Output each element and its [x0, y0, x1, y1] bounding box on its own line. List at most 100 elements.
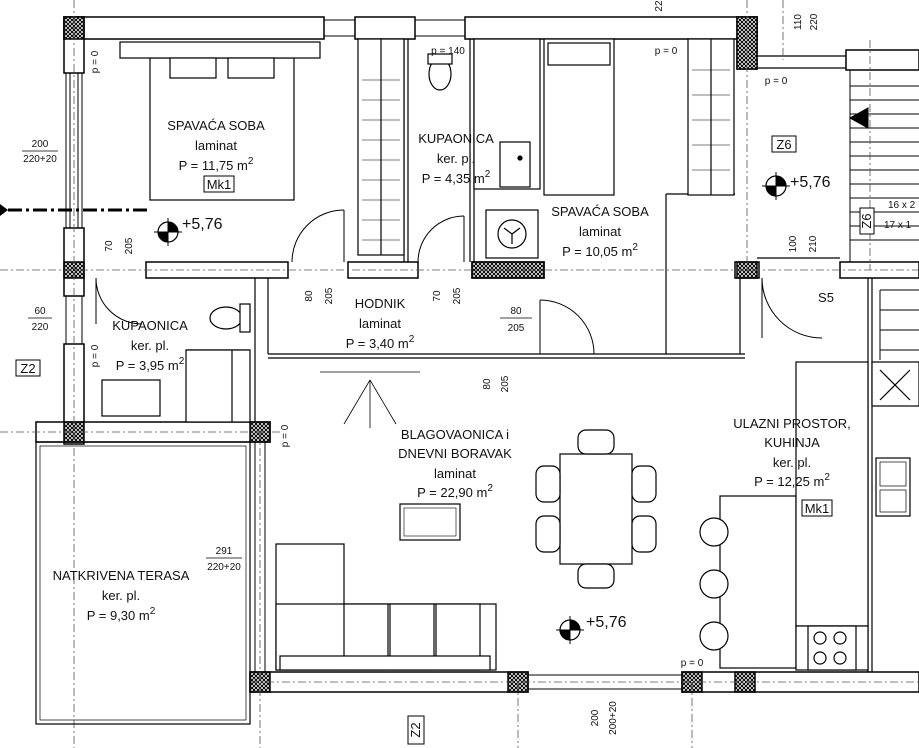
dim-label: 210	[808, 235, 819, 252]
toilet	[209, 306, 243, 330]
chair	[577, 563, 615, 589]
hall-floor: laminat	[359, 316, 401, 331]
wall-top-mid	[354, 16, 416, 40]
level-label: +5,76	[586, 614, 627, 631]
bedroom2-area: P = 10,05 m2	[562, 242, 638, 259]
kitchen-run	[795, 361, 869, 627]
pillow	[169, 57, 217, 79]
dim-label: p = 0	[655, 46, 678, 57]
pillow	[227, 57, 275, 79]
level-label: +5,76	[182, 216, 223, 233]
dim-label: 205	[324, 287, 335, 304]
wall-top-right	[464, 16, 758, 40]
sink	[499, 141, 531, 188]
bath1-floor: ker. pl.	[437, 151, 475, 166]
windows	[65, 19, 682, 690]
dim-label: 220+20	[23, 154, 57, 165]
bath2-floor: ker. pl.	[131, 338, 169, 353]
doors	[95, 209, 823, 355]
dim-label: 291	[216, 546, 233, 557]
bedroom1-floor: laminat	[195, 138, 237, 153]
level-labels: +5,76 +5,76 +5,76	[182, 174, 831, 631]
hall-area: P = 3,40 m2	[346, 334, 415, 351]
dim-label: p = 0	[765, 76, 788, 87]
terrace-floor	[35, 441, 251, 725]
dimension-labels: 200 220+20 60 220 291 220+20 110 220 16 …	[22, 0, 916, 735]
section-line	[0, 204, 150, 216]
bed-headboard	[119, 41, 321, 59]
stairs	[848, 70, 919, 360]
tags: Mk1 Mk1 Z6 Z6 Z2 Z2 S5	[20, 137, 874, 738]
dim-label: 220+20	[207, 562, 241, 573]
chair	[577, 429, 615, 455]
dim-label: 17 x 1	[884, 220, 912, 231]
terrace-floor: ker. pl.	[102, 588, 140, 603]
dim-label: 80	[304, 290, 315, 302]
dim-label: 60	[34, 306, 46, 317]
dim-label: 100	[788, 235, 799, 252]
dim-label: 22	[654, 0, 665, 12]
hall-name: HODNIK	[355, 296, 406, 311]
level-marker	[556, 616, 584, 644]
dim-label: 110	[793, 14, 804, 30]
dim-label: 80	[510, 306, 522, 317]
bedroom2-name: SPAVAĆA SOBA	[551, 204, 649, 219]
furniture	[35, 38, 919, 725]
entry-name-1: ULAZNI PROSTOR,	[733, 416, 851, 431]
terrace-area: P = 9,30 m2	[87, 606, 156, 623]
terrace-name: NATKRIVENA TERASA	[53, 568, 190, 583]
dim-label: 80	[482, 378, 493, 390]
entry-name-2: KUHINJA	[764, 435, 820, 450]
dim-label: 200	[590, 709, 601, 726]
dim-label: 220	[32, 322, 49, 333]
entry-floor: ker. pl.	[773, 455, 811, 470]
tag-mk1: Mk1	[207, 177, 232, 192]
dim-label: 205	[124, 237, 135, 254]
dim-label: p = 0	[280, 424, 291, 447]
sink	[101, 379, 161, 417]
dim-label: 16 x 2	[888, 200, 916, 211]
bedroom1-area: P = 11,75 m2	[179, 156, 254, 173]
chair	[535, 515, 561, 553]
tag-z6: Z6	[776, 137, 791, 152]
tag-z6: Z6	[859, 213, 874, 228]
tag-s5: S5	[818, 290, 834, 305]
level-label: +5,76	[790, 174, 831, 191]
bar-stool	[699, 621, 729, 651]
chair	[631, 465, 657, 503]
bath2-area: P = 3,95 m2	[116, 356, 185, 373]
tag-boxes	[15, 135, 875, 745]
bar-stool	[699, 517, 729, 547]
dim-label: 200	[32, 139, 49, 150]
dim-label: 205	[500, 375, 511, 392]
dim-label: 70	[104, 240, 115, 252]
dining-table	[559, 453, 633, 565]
dim-label: p = 0	[90, 50, 101, 73]
dim-label: 200+20	[608, 701, 619, 735]
tag-z2: Z2	[408, 722, 423, 737]
bath1-name: KUPAONICA	[418, 131, 494, 146]
tag-mk1: Mk1	[805, 501, 830, 516]
dim-label: p = 0	[681, 658, 704, 669]
living-area: P = 22,90 m2	[417, 483, 493, 500]
dim-label: 205	[452, 287, 463, 304]
bath1-area: P = 4,35 m2	[422, 169, 491, 186]
level-markers	[154, 172, 790, 644]
dim-label: 70	[432, 290, 443, 302]
living-name-1: BLAGOVAONICA i	[401, 427, 509, 442]
chair	[535, 465, 561, 503]
cooktop	[807, 625, 857, 671]
chair	[631, 515, 657, 553]
bar-stool	[699, 569, 729, 599]
level-marker	[154, 218, 182, 246]
entry-area: P = 12,25 m2	[754, 472, 830, 489]
dim-label: 205	[508, 323, 525, 334]
room-labels: SPAVAĆA SOBA laminat P = 11,75 m2 KUPAON…	[53, 118, 851, 623]
dim-label: 220	[809, 13, 820, 30]
kitchen-counter	[719, 495, 797, 669]
tag-z2: Z2	[20, 361, 35, 376]
dim-label: p = 140	[431, 46, 465, 57]
bath2-name: KUPAONICA	[112, 318, 188, 333]
